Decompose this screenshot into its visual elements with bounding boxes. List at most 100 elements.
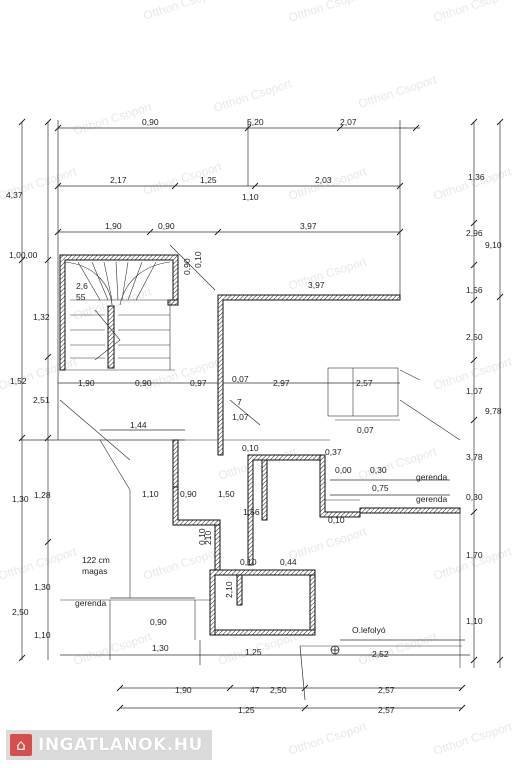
dim-label: 1,28 bbox=[34, 490, 51, 500]
dim-label: 0,07 bbox=[357, 425, 374, 435]
ingatlanok-logo: ⌂ INGATLANOK.HU bbox=[6, 730, 212, 760]
dim-label: 55 bbox=[76, 292, 86, 302]
dimension-ticks bbox=[18, 118, 504, 712]
dim-label: 0,90 bbox=[150, 617, 167, 627]
dim-label: 1,32 bbox=[33, 312, 50, 322]
dim-label: 1,90 bbox=[175, 685, 192, 695]
dim-label: 1,30 bbox=[34, 582, 51, 592]
logo-text: INGATLANOK.HU bbox=[38, 735, 203, 755]
dim-label: 2,57 bbox=[378, 685, 395, 695]
dim-label: 9,78 bbox=[485, 406, 502, 416]
dim-label: 1,70 bbox=[466, 550, 483, 560]
dim-label: 2,50 bbox=[270, 685, 287, 695]
dim-label: 1,10 bbox=[142, 489, 159, 499]
dim-label: 1,50 bbox=[218, 489, 235, 499]
dim-label: 0,07 bbox=[232, 374, 249, 384]
interior-details bbox=[60, 367, 462, 668]
dim-label: 0,90 bbox=[182, 258, 192, 275]
watermark-text: Otthon Csoport bbox=[142, 0, 224, 23]
watermark-text: Otthon Csoport bbox=[72, 629, 154, 668]
watermark-text: Otthon Csoport bbox=[287, 719, 369, 758]
dim-label: 1,10 bbox=[466, 616, 483, 626]
watermark-text: Otthon Csoport bbox=[432, 719, 512, 758]
dim-label: 0,37 bbox=[325, 447, 342, 457]
watermark-text: Otthon Csoport bbox=[287, 524, 369, 563]
dim-label: 0,10 bbox=[193, 251, 203, 268]
beam-label: gerenda bbox=[416, 472, 447, 482]
dim-label: 2,10 bbox=[224, 581, 234, 598]
dim-label: 1,25 bbox=[245, 647, 262, 657]
beam-label: gerenda bbox=[75, 598, 106, 608]
dim-label: 0,75 bbox=[372, 483, 389, 493]
watermark-text: Otthon Csoport bbox=[0, 354, 79, 393]
dim-label: 47 bbox=[250, 685, 260, 695]
dim-label: 0,30 bbox=[466, 492, 483, 502]
dim-label: 2,6 bbox=[76, 281, 88, 291]
dim-label: 3,97 bbox=[300, 221, 317, 231]
dimension-labels: 0,90 5,20 2,07 2,17 1,25 2,03 1,10 1,90 … bbox=[6, 117, 502, 715]
height-note: 122 cm bbox=[82, 555, 110, 565]
dim-label: 2,57 bbox=[356, 378, 373, 388]
dim-label: 0,00 bbox=[335, 465, 352, 475]
dimension-lines bbox=[20, 120, 501, 709]
dim-label: 1,44 bbox=[130, 420, 147, 430]
watermark-text: Otthon Csoport bbox=[357, 72, 439, 111]
watermark-text: Otthon Csoport bbox=[287, 0, 369, 25]
watermark-text: Otthon Csoport bbox=[142, 354, 224, 393]
dim-label: 1,00,00 bbox=[9, 250, 38, 260]
dim-label: 1,10 bbox=[242, 192, 259, 202]
dim-label: 0,90 bbox=[158, 221, 175, 231]
house-icon: ⌂ bbox=[10, 734, 32, 756]
drain-label: O.lefolyó bbox=[352, 625, 386, 635]
dim-label: 4,37 bbox=[6, 190, 23, 200]
dim-label: 0,97 bbox=[190, 378, 207, 388]
dim-label: 0,10 bbox=[197, 528, 207, 545]
dim-label: 210 bbox=[203, 531, 213, 545]
watermark-text: Otthon Csoport bbox=[432, 0, 512, 25]
dim-label: 0,10 bbox=[242, 443, 259, 453]
dim-label: 2,57 bbox=[378, 705, 395, 715]
dim-label: 0,90 bbox=[142, 117, 159, 127]
dim-label: 3,78 bbox=[466, 452, 483, 462]
dim-label: 5,20 bbox=[247, 117, 264, 127]
watermark-text: Otthon Csoport bbox=[212, 76, 294, 115]
dim-label: 1,90 bbox=[105, 221, 122, 231]
dim-label: 0,30 bbox=[370, 465, 387, 475]
dim-label: 1,52 bbox=[10, 376, 27, 386]
dim-label: 2,52 bbox=[372, 649, 389, 659]
dim-label: 1,30 bbox=[152, 643, 169, 653]
watermark-text: Otthon Csoport bbox=[0, 544, 79, 583]
dim-label: 2,50 bbox=[466, 332, 483, 342]
dim-label: 1,07 bbox=[232, 412, 249, 422]
dim-label: 2,07 bbox=[340, 117, 357, 127]
dim-label: 1,10 bbox=[34, 630, 51, 640]
dim-label: 2,50 bbox=[12, 607, 29, 617]
dim-label: 1,07 bbox=[466, 386, 483, 396]
beam-label: gerenda bbox=[416, 494, 447, 504]
dim-label: 2,51 bbox=[33, 395, 50, 405]
dim-label: 0,44 bbox=[280, 557, 297, 567]
dim-label: 0,10 bbox=[240, 557, 257, 567]
drain-icon bbox=[330, 645, 340, 655]
watermark-text: Otthon Csoport bbox=[287, 254, 369, 293]
dim-label: 7 bbox=[237, 397, 242, 407]
annotations: gerenda gerenda gerenda 122 cm magas O.l… bbox=[75, 472, 447, 635]
dim-label: 0,90 bbox=[180, 489, 197, 499]
dim-label: 1,90 bbox=[78, 378, 95, 388]
dim-label: 1,56 bbox=[243, 507, 260, 517]
dim-label: 2,17 bbox=[110, 175, 127, 185]
dim-label: 0,90 bbox=[135, 378, 152, 388]
height-note: magas bbox=[82, 566, 108, 576]
walls bbox=[59, 254, 461, 636]
dim-label: 1,30 bbox=[12, 494, 29, 504]
dim-label: 3,97 bbox=[308, 280, 325, 290]
dim-label: 1,56 bbox=[466, 285, 483, 295]
dim-label: 1,36 bbox=[468, 172, 485, 182]
dim-label: 1,25 bbox=[200, 175, 217, 185]
dim-label: 1,25 bbox=[238, 705, 255, 715]
dim-label: 2,96 bbox=[466, 228, 483, 238]
dim-label: 0,10 bbox=[328, 515, 345, 525]
dim-label: 9,10 bbox=[485, 240, 502, 250]
